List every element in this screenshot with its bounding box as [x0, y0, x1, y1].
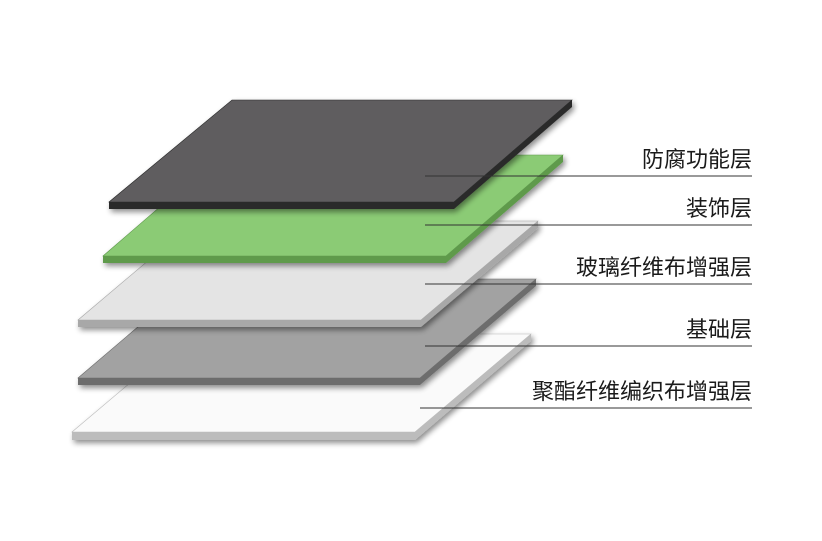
label-anticorrosion: 防腐功能层	[642, 148, 752, 173]
label-base: 基础层	[686, 318, 752, 343]
label-polyester-fiber: 聚酯纤维编织布增强层	[532, 380, 752, 405]
label-glass-fiber: 玻璃纤维布增强层	[576, 256, 752, 281]
label-decorative: 装饰层	[686, 197, 752, 222]
